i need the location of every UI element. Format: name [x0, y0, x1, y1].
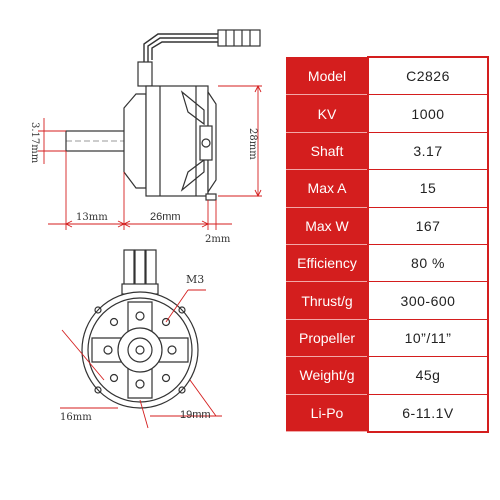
spec-label: Propeller: [286, 318, 369, 358]
dim-screw: M3: [186, 273, 204, 286]
spec-value: 1000: [367, 94, 489, 133]
lead-wire: [147, 37, 240, 62]
spec-row-propeller: Propeller 10”/11”: [286, 318, 489, 358]
spec-label: Li-Po: [286, 393, 369, 433]
spec-row-lipo: Li-Po 6-11.1V: [286, 393, 489, 433]
dim-shaft-diameter: 3.17mm: [29, 122, 40, 164]
spec-row-kv: KV 1000: [286, 94, 489, 133]
mount-hole: [135, 311, 145, 321]
spec-row-shaft: Shaft 3.17: [286, 131, 489, 171]
mount-hole: [161, 317, 171, 327]
spec-label: KV: [286, 94, 369, 133]
lead-wire: [151, 41, 240, 60]
lead-wire: [143, 33, 240, 66]
spec-row-max-w: Max W 167: [286, 206, 489, 245]
dim-shaft-length: 13mm: [76, 212, 108, 223]
spec-row-max-a: Max A 15: [286, 169, 489, 208]
wire-stub: [134, 249, 146, 289]
dim-height: 28mm: [247, 128, 258, 160]
mount-hole: [109, 373, 119, 383]
motor-drawing: 3.17mm 28mm 13mm 26mm 2mm: [29, 29, 262, 429]
spec-label: Shaft: [286, 131, 369, 171]
spec-table: Model C2826 KV 1000 Shaft 3.17 Max A 15 …: [286, 56, 489, 433]
spec-label: Efficiency: [286, 243, 369, 283]
spec-label: Thrust/g: [286, 281, 369, 320]
spec-row-thrust: Thrust/g 300-600: [286, 281, 489, 320]
spec-row-weight: Weight/g 45g: [286, 356, 489, 395]
spec-value: 3.17: [367, 131, 489, 171]
dim-mount-spacing-b: 19mm: [180, 409, 211, 421]
spec-value: 300-600: [367, 281, 489, 320]
spec-row-model: Model C2826: [286, 56, 489, 96]
motor-front-bell: [123, 93, 147, 189]
spec-label: Model: [286, 56, 369, 96]
spec-label: Weight/g: [286, 356, 369, 395]
front-view-dimensions: [60, 289, 222, 429]
side-view-dimensions: [38, 84, 262, 230]
motor-can: [145, 85, 209, 197]
mount-hole: [167, 345, 177, 355]
spec-value: 10”/11”: [367, 318, 489, 358]
spec-value: 45g: [367, 356, 489, 395]
spec-value: 167: [367, 206, 489, 245]
spec-value: 15: [367, 169, 489, 208]
dim-body-length: 26mm: [150, 211, 181, 223]
spec-value: C2826: [367, 56, 489, 96]
spec-row-efficiency: Efficiency 80 %: [286, 243, 489, 283]
motor-front-view: [81, 249, 199, 409]
spec-label: Max W: [286, 206, 369, 245]
spec-label: Max A: [286, 169, 369, 208]
wire-connector: [217, 29, 261, 47]
motor-side-view: [65, 29, 261, 201]
wire-stub: [123, 249, 135, 289]
mount-hole: [161, 373, 171, 383]
mount-hole: [103, 345, 113, 355]
dim-mount-spacing-a: 16mm: [60, 412, 92, 423]
mount-hub: [117, 327, 163, 373]
spec-value: 6-11.1V: [367, 393, 489, 433]
spec-value: 80 %: [367, 243, 489, 283]
mount-hole: [135, 379, 145, 389]
wire-stub: [145, 249, 157, 289]
mount-hole: [109, 317, 119, 327]
dim-flange: 2mm: [205, 234, 231, 245]
